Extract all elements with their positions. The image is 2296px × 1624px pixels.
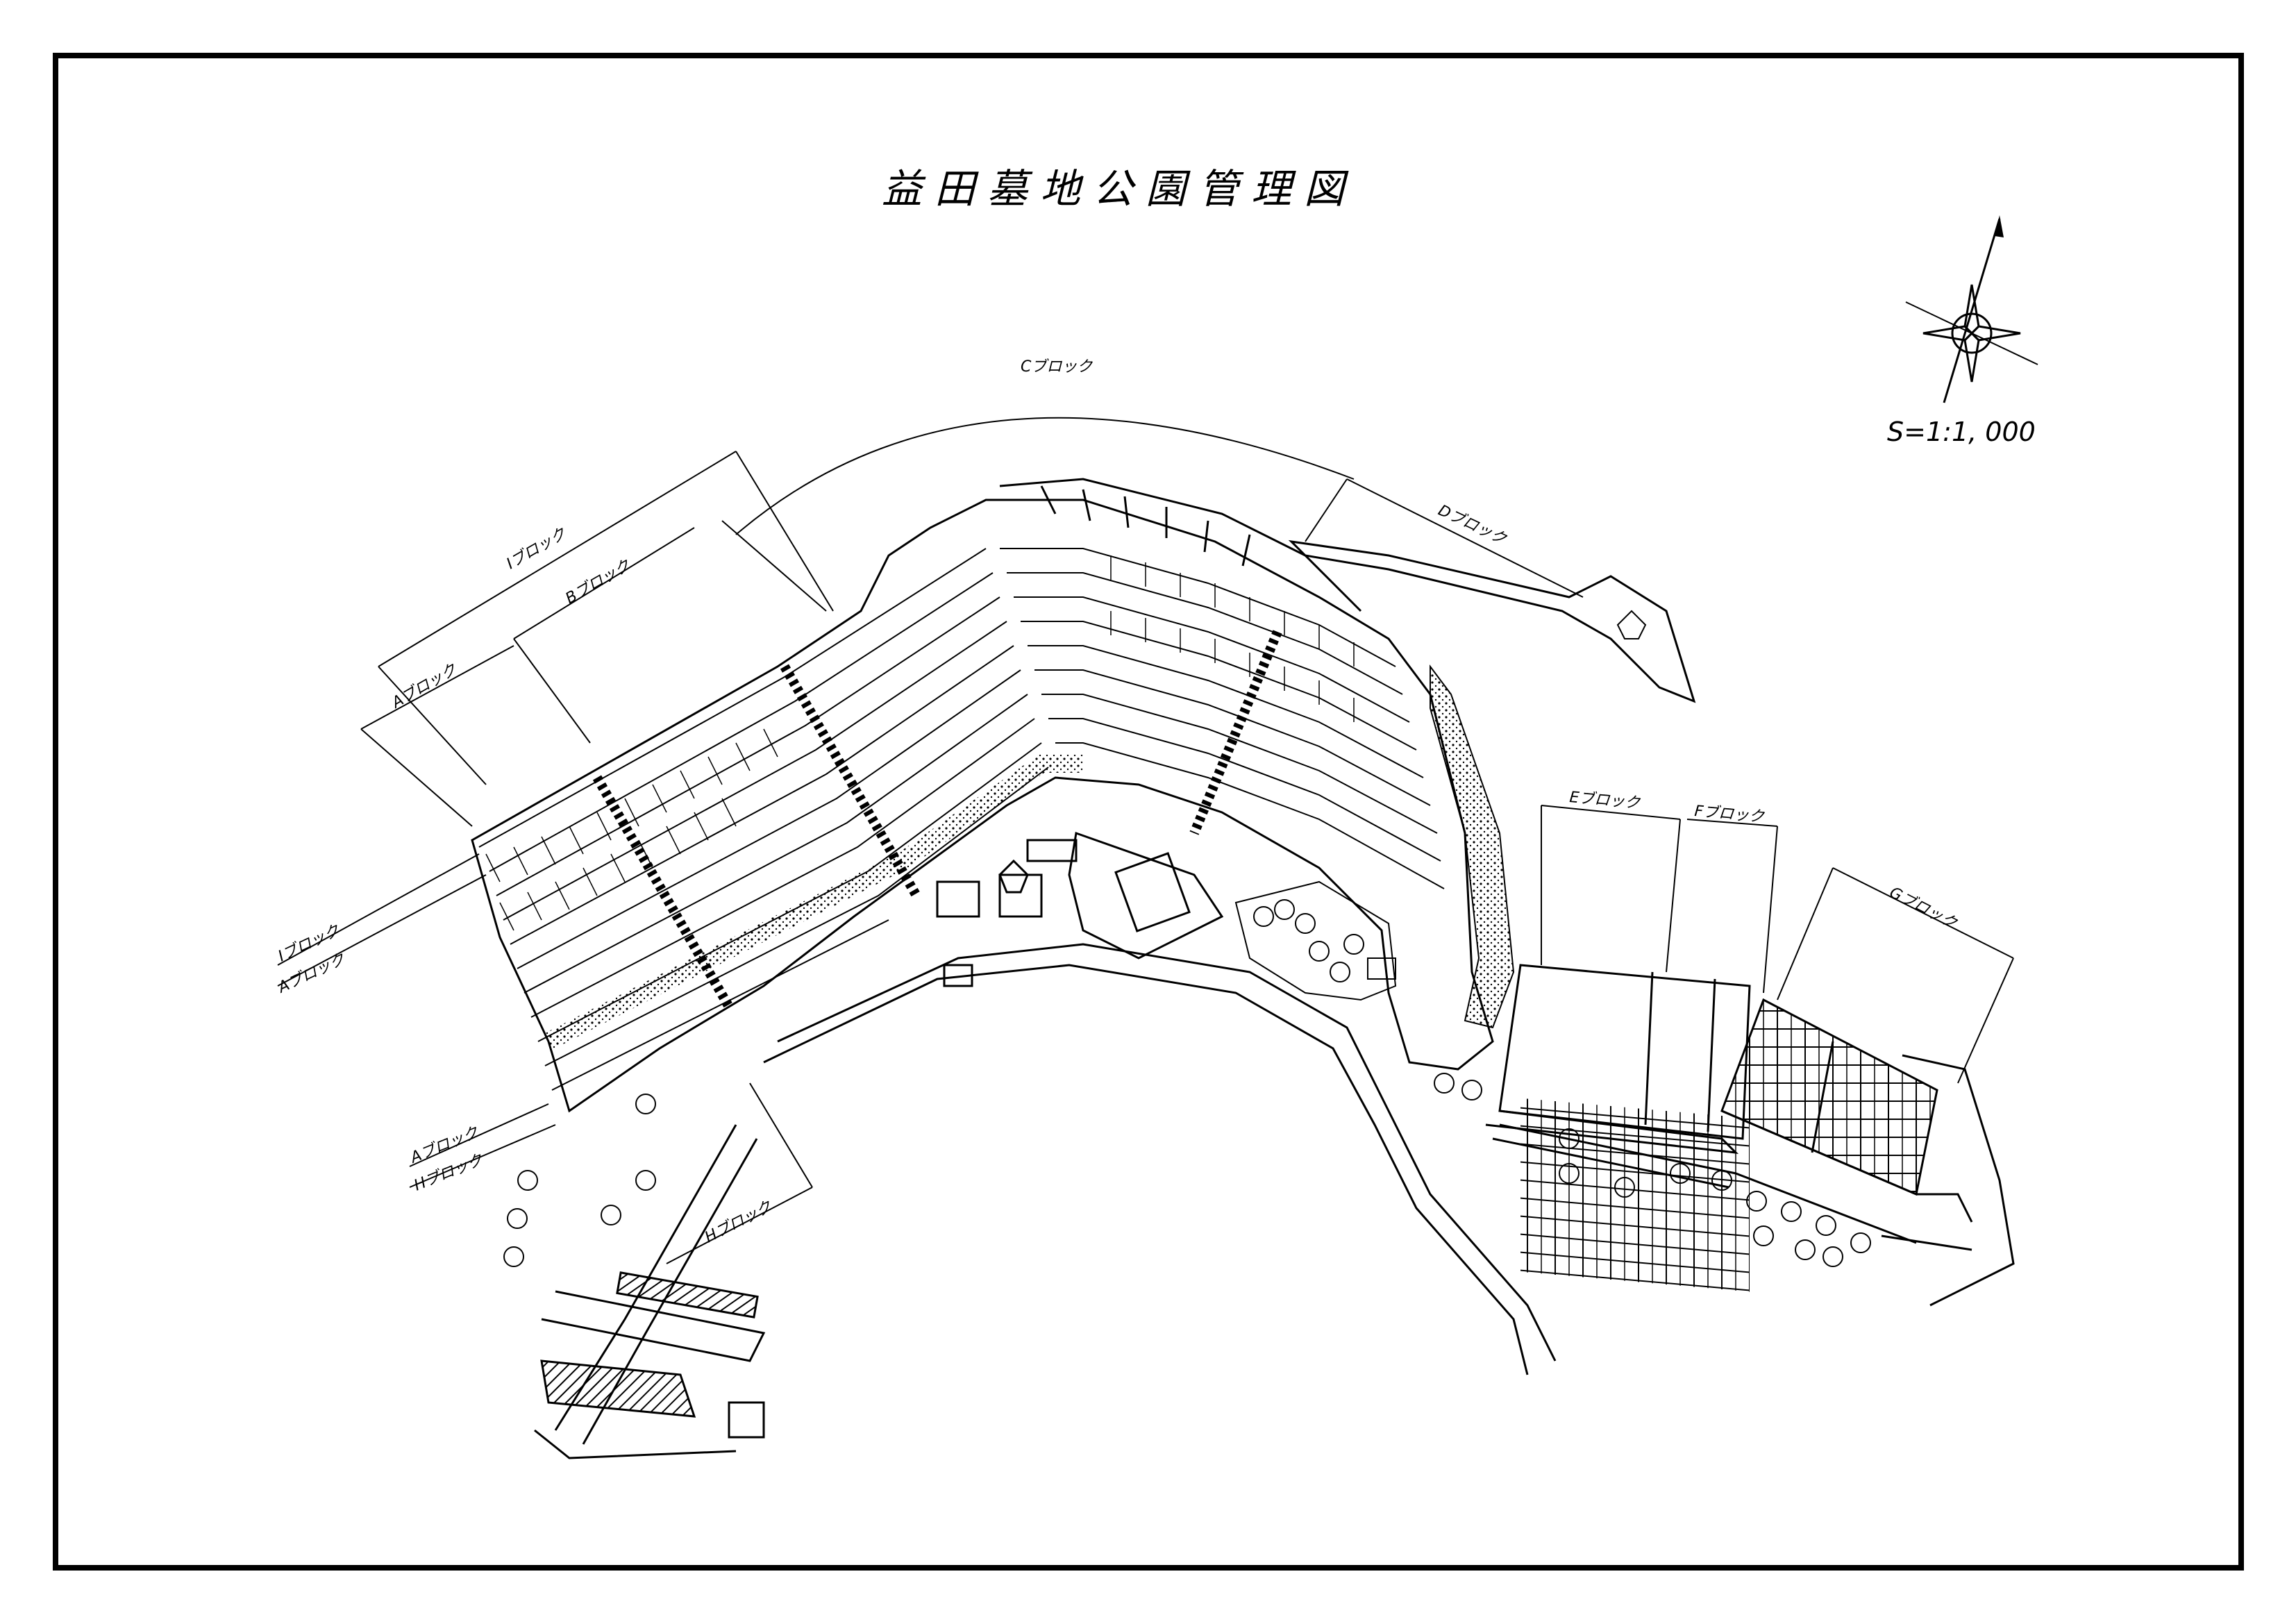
lower-parking [534, 1271, 766, 1459]
slope-hatch [1430, 664, 1515, 1029]
label-i-block-top: Iブロック [504, 525, 570, 573]
main-cemetery-area [471, 478, 1494, 1113]
g-block [1720, 998, 2015, 1307]
label-f-block: Fブロック [1693, 803, 1765, 826]
block-leaders [277, 417, 2014, 1264]
tree-icon [503, 1073, 1871, 1267]
map-frame [53, 53, 2244, 1571]
ef-blocks [1485, 964, 1751, 1292]
label-c-block: Cブロック [1021, 358, 1093, 376]
label-h-block: Hブロック [702, 1198, 775, 1246]
d-block-path [1288, 539, 1696, 703]
label-b-block: Bブロック [563, 556, 635, 608]
label-g-block: Gブロック [1886, 884, 1960, 932]
label-a-block-top: Aブロック [388, 661, 460, 713]
garden-area [1234, 880, 1397, 1001]
compass-rose-icon [1905, 215, 2038, 403]
page-title: 益田墓地公園管理図 [882, 165, 1357, 212]
scale-label: S=1:1, 000 [1887, 417, 2036, 447]
access-road [554, 943, 1557, 1445]
central-facilities [936, 831, 1224, 987]
